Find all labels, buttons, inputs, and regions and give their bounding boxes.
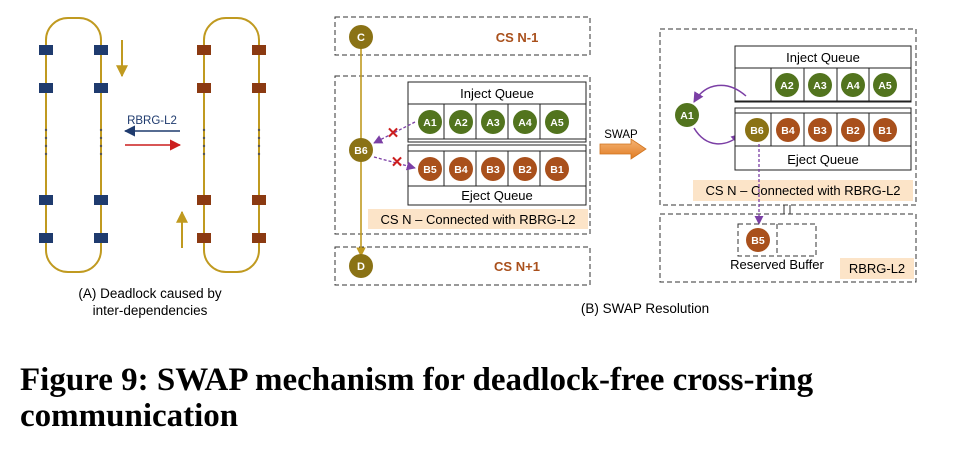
svg-text:A5: A5	[550, 117, 564, 129]
red-x-icon: ✕	[387, 125, 400, 142]
rbrg-label-after: RBRG-L2	[849, 261, 905, 276]
cs-n-box-after	[659, 28, 917, 206]
ring-right-nodes	[197, 45, 266, 243]
svg-text:B3: B3	[486, 164, 500, 176]
cs-n-label-bg	[368, 209, 588, 229]
node-b6	[349, 138, 373, 162]
cs-n-box	[334, 75, 591, 235]
blocked-arrow-inject	[373, 121, 416, 144]
eject-queue-title: Eject Queue	[461, 188, 533, 203]
swap-label: SWAP	[604, 129, 638, 141]
a1-in-arrow	[693, 127, 742, 145]
eject-queue-items: B5 B4 B3 B2 B1	[418, 157, 569, 181]
buffer-item-b5	[746, 228, 770, 252]
svg-text:B4: B4	[454, 164, 468, 176]
svg-text:B2: B2	[846, 125, 860, 137]
reserved-buffer-label: Reserved Buffer	[730, 257, 824, 272]
ellipsis-left	[44, 128, 103, 156]
cs-n-label-after: CS N – Connected with RBRG-L2	[705, 183, 900, 198]
cs-prev-box	[334, 16, 591, 56]
node-b6-label: B6	[354, 145, 368, 157]
svg-text:A3: A3	[813, 80, 827, 92]
ring-left-nodes	[39, 45, 108, 243]
inject-queue-title: Inject Queue	[460, 86, 534, 101]
node-c	[349, 25, 373, 49]
rbrg-label-bg	[840, 258, 914, 279]
svg-text:B2: B2	[518, 164, 532, 176]
panel-a-caption-line2: inter-dependencies	[93, 303, 208, 318]
inject-queue-cells	[443, 104, 541, 139]
svg-text:B1: B1	[878, 125, 892, 137]
reserved-buffer-box	[737, 223, 817, 257]
node-d-label: D	[357, 261, 365, 273]
svg-text:B6: B6	[750, 125, 764, 137]
inject-queue-items: A1 A2 A3 A4 A5	[418, 110, 569, 134]
panel-a: RBRG-L2 (A) Deadlock caused by inter-dep…	[39, 17, 266, 318]
eject-queue-cells	[443, 151, 541, 186]
rbrg-box	[659, 213, 917, 283]
buffer-item-label: B5	[751, 235, 765, 247]
svg-text:A1: A1	[423, 117, 437, 129]
inject-queue-title-after: Inject Queue	[786, 50, 860, 65]
svg-text:A4: A4	[846, 80, 860, 92]
node-a1-label: A1	[680, 110, 694, 122]
node-d	[349, 254, 373, 278]
panel-b-caption: (B) SWAP Resolution	[581, 301, 709, 316]
svg-text:B5: B5	[423, 164, 437, 176]
cs-prev-label: CS N-1	[496, 30, 539, 45]
cs-next-box	[334, 246, 591, 286]
svg-text:A3: A3	[486, 117, 500, 129]
panel-b: CS N-1 CS N+1 C B6 D Inject Queue A1 A2	[334, 16, 709, 316]
rbrg-label: RBRG-L2	[127, 115, 177, 127]
svg-text:B4: B4	[781, 125, 795, 137]
ellipsis-right	[202, 128, 261, 156]
inject-queue-items-after: A2 A3 A4 A5	[775, 73, 897, 97]
blocked-arrow-eject	[373, 156, 416, 171]
svg-text:A2: A2	[780, 80, 794, 92]
svg-text:A5: A5	[878, 80, 892, 92]
ring-right	[203, 17, 260, 273]
node-a1	[675, 103, 699, 127]
svg-text:A2: A2	[454, 117, 468, 129]
cs-next-label: CS N+1	[494, 259, 540, 274]
bridge-connector	[783, 205, 791, 214]
svg-text:A4: A4	[518, 117, 532, 129]
eject-queue-items-after: B6 B4 B3 B2 B1	[745, 118, 897, 142]
svg-text:B3: B3	[813, 125, 827, 137]
red-x-icon: ✕	[391, 154, 404, 171]
a1-out-arrow	[693, 84, 747, 103]
node-c-label: C	[357, 32, 365, 44]
ring-left	[45, 17, 102, 273]
svg-text:B1: B1	[550, 164, 564, 176]
panel-c: Inject Queue A2 A3 A4 A5 A1	[659, 28, 917, 283]
eject-queue-cells-after	[770, 113, 870, 146]
cs-n-label: CS N – Connected with RBRG-L2	[380, 212, 575, 227]
inject-queue-cells-after	[770, 68, 870, 101]
eject-queue-title-after: Eject Queue	[787, 152, 859, 167]
figure-caption: Figure 9: SWAP mechanism for deadlock-fr…	[20, 362, 814, 434]
cs-n-label-bg-after	[693, 180, 913, 201]
panel-a-caption-line1: (A) Deadlock caused by	[78, 286, 222, 301]
swap-arrow-icon	[599, 138, 647, 160]
